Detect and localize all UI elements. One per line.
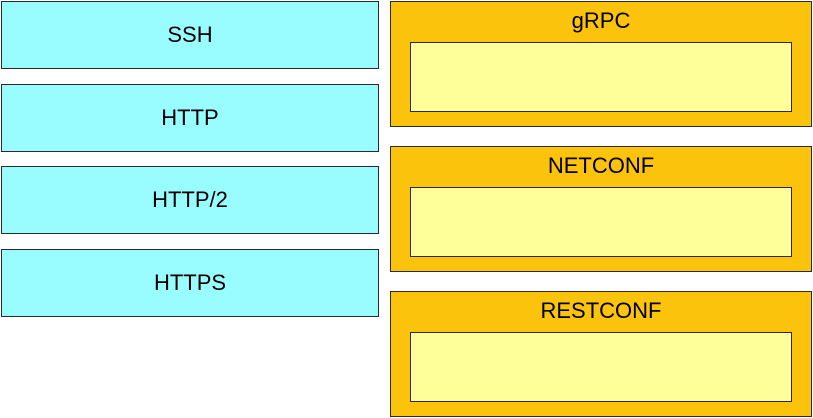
drag-option-https[interactable]: HTTPS: [1, 249, 379, 317]
drop-zone-restconf[interactable]: [410, 332, 792, 402]
drag-option-http2[interactable]: HTTP/2: [1, 166, 379, 234]
drop-zone-grpc[interactable]: [410, 42, 792, 112]
drag-option-label: HTTP: [161, 105, 219, 130]
drag-option-label: HTTP/2: [152, 187, 228, 212]
drag-option-label: SSH: [167, 22, 213, 47]
target-title: gRPC: [571, 8, 631, 33]
drop-zone-netconf[interactable]: [410, 187, 792, 257]
drag-option-http[interactable]: HTTP: [1, 84, 379, 152]
target-box-restconf: RESTCONF: [390, 291, 812, 417]
target-box-netconf: NETCONF: [390, 146, 812, 272]
target-title: NETCONF: [547, 153, 655, 178]
drag-option-ssh[interactable]: SSH: [1, 1, 379, 69]
target-title: RESTCONF: [540, 298, 662, 323]
target-box-grpc: gRPC: [390, 1, 812, 127]
drag-option-label: HTTPS: [153, 270, 227, 295]
